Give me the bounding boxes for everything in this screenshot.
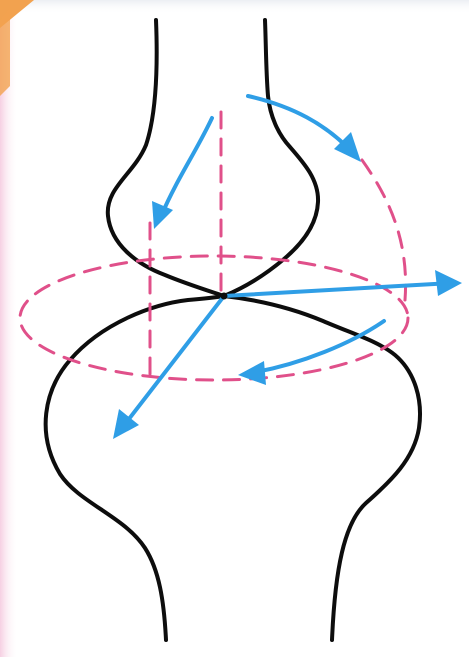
joint-center-point-icon — [221, 293, 228, 300]
top-gray-edge — [0, 0, 469, 14]
left-pink-edge — [0, 0, 18, 657]
left-orange-stripe — [0, 8, 10, 96]
